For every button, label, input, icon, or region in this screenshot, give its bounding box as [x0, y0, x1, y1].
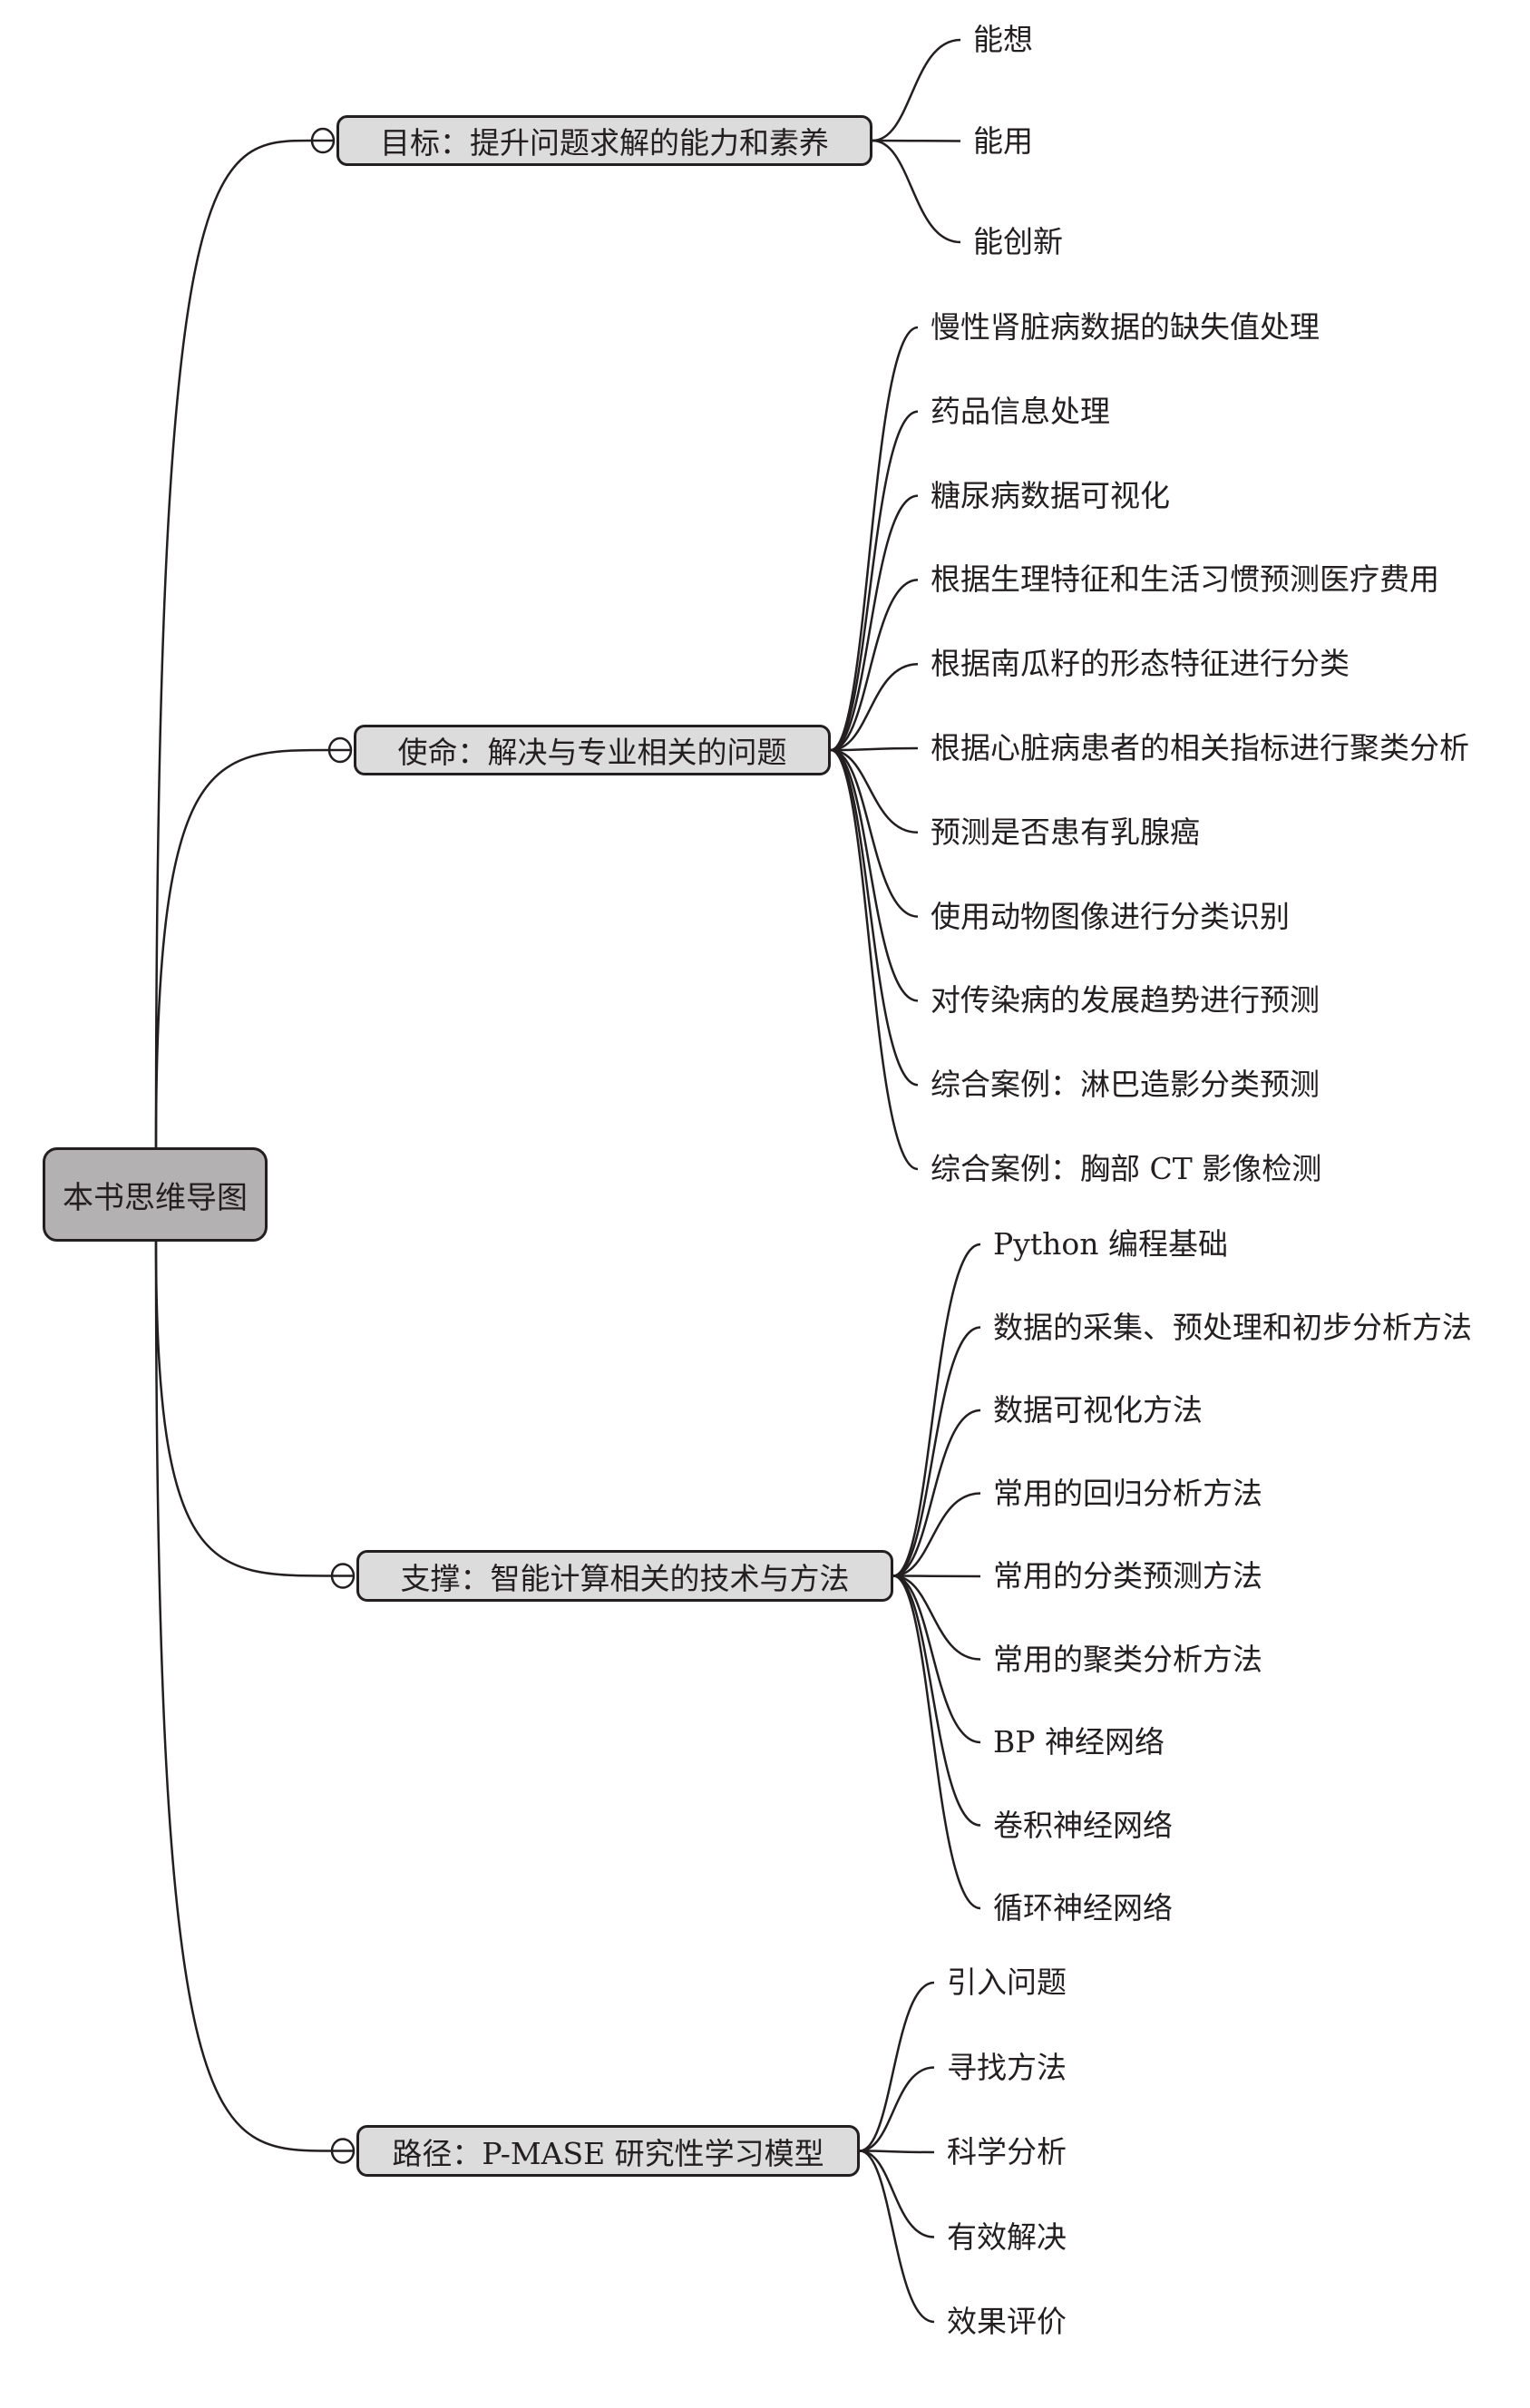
leaf-connector — [892, 1574, 981, 1910]
leaf-node-mission[interactable]: 糖尿病数据可视化 — [931, 477, 1170, 513]
leaf-node-support[interactable]: 常用的聚类分析方法 — [993, 1641, 1262, 1677]
leaf-connector — [892, 1574, 981, 1827]
leaf-node-support[interactable]: Python 编程基础 — [993, 1226, 1228, 1262]
leaf-node-mission[interactable]: 综合案例：胸部 CT 影像检测 — [931, 1151, 1322, 1186]
leaf-node-support[interactable]: 数据可视化方法 — [993, 1392, 1203, 1428]
leaf-node-support[interactable]: 数据的采集、预处理和初步分析方法 — [993, 1309, 1472, 1345]
leaf-node-mission[interactable]: 根据生理特征和生活习惯预测医疗费用 — [931, 561, 1439, 598]
leaf-connector — [859, 2066, 935, 2152]
leaf-connector — [892, 1243, 981, 1577]
leaf-connector — [892, 1574, 981, 1661]
leaf-connector — [859, 2150, 935, 2324]
leaf-node-mission[interactable]: 预测是否患有乳腺癌 — [931, 814, 1200, 850]
leaf-node-mission[interactable]: 根据南瓜籽的形态特征进行分类 — [931, 646, 1350, 682]
leaf-node-path[interactable]: 有效解决 — [947, 2218, 1067, 2255]
leaf-node-path[interactable]: 寻找方法 — [947, 2049, 1067, 2085]
root-connector-support — [154, 1241, 333, 1577]
branch-node-path[interactable]: 路径：P-MASE 研究性学习模型 — [356, 2125, 860, 2177]
leaf-node-goal[interactable]: 能创新 — [973, 224, 1063, 259]
root-node-label: 本书思维导图 — [63, 1179, 248, 1216]
leaf-connector — [830, 494, 919, 752]
leaf-connector — [872, 38, 961, 142]
leaf-node-mission[interactable]: 慢性肾脏病数据的缺失值处理 — [931, 309, 1320, 345]
leaf-connector — [830, 662, 919, 752]
leaf-connector — [892, 1326, 981, 1577]
leaf-node-mission[interactable]: 根据心脏病患者的相关指标进行聚类分析 — [931, 730, 1469, 765]
leaf-connector — [892, 1574, 981, 1578]
leaf-connector — [892, 1574, 981, 1744]
branch-node-label: 使命：解决与专业相关的问题 — [397, 735, 787, 770]
branch-node-label: 支撑：智能计算相关的技术与方法 — [400, 1560, 850, 1596]
leaf-connector — [830, 326, 919, 752]
leaf-node-mission[interactable]: 使用动物图像进行分类识别 — [931, 898, 1290, 934]
root-node[interactable]: 本书思维导图 — [43, 1147, 268, 1242]
leaf-node-path[interactable]: 引入问题 — [947, 1964, 1067, 2000]
leaf-node-support[interactable]: 常用的回归分析方法 — [993, 1475, 1262, 1511]
leaf-node-mission[interactable]: 综合案例：淋巴造影分类预测 — [931, 1067, 1320, 1103]
leaf-connector — [859, 1981, 935, 2152]
leaf-node-support[interactable]: 循环神经网络 — [993, 1890, 1173, 1925]
leaf-connector — [830, 748, 919, 834]
leaf-node-goal[interactable]: 能想 — [973, 22, 1033, 57]
leaf-node-path[interactable]: 效果评价 — [947, 2304, 1067, 2339]
leaf-node-mission[interactable]: 对传染病的发展趋势进行预测 — [931, 982, 1320, 1019]
branch-node-support[interactable]: 支撑：智能计算相关的技术与方法 — [356, 1550, 893, 1602]
leaf-connector — [830, 748, 919, 918]
branch-node-label: 目标：提升问题求解的能力和素养 — [380, 125, 829, 161]
leaf-node-support[interactable]: 常用的分类预测方法 — [993, 1558, 1262, 1594]
leaf-connector — [892, 1492, 981, 1577]
leaf-connector — [872, 139, 961, 244]
leaf-connector — [830, 748, 919, 1171]
leaf-node-support[interactable]: BP 神经网络 — [993, 1724, 1165, 1760]
leaf-connector — [830, 748, 919, 1087]
branch-node-label: 路径：P-MASE 研究性学习模型 — [392, 2135, 824, 2171]
leaf-connector — [830, 579, 919, 752]
branch-node-mission[interactable]: 使命：解决与专业相关的问题 — [354, 725, 831, 775]
leaf-connector — [830, 746, 919, 752]
leaf-connector — [859, 2150, 935, 2154]
root-connector-mission — [154, 748, 330, 1148]
leaf-node-mission[interactable]: 药品信息处理 — [931, 393, 1110, 429]
root-connector-goal — [154, 139, 313, 1148]
leaf-node-support[interactable]: 卷积神经网络 — [993, 1807, 1173, 1843]
root-connector-path — [154, 1241, 333, 2152]
leaf-connector — [830, 748, 919, 1002]
leaf-connector — [830, 410, 919, 752]
leaf-connector — [859, 2150, 935, 2238]
leaf-connector — [892, 1409, 981, 1577]
branch-node-goal[interactable]: 目标：提升问题求解的能力和素养 — [336, 115, 872, 166]
leaf-node-path[interactable]: 科学分析 — [947, 2134, 1067, 2169]
leaf-node-goal[interactable]: 能用 — [973, 122, 1033, 159]
